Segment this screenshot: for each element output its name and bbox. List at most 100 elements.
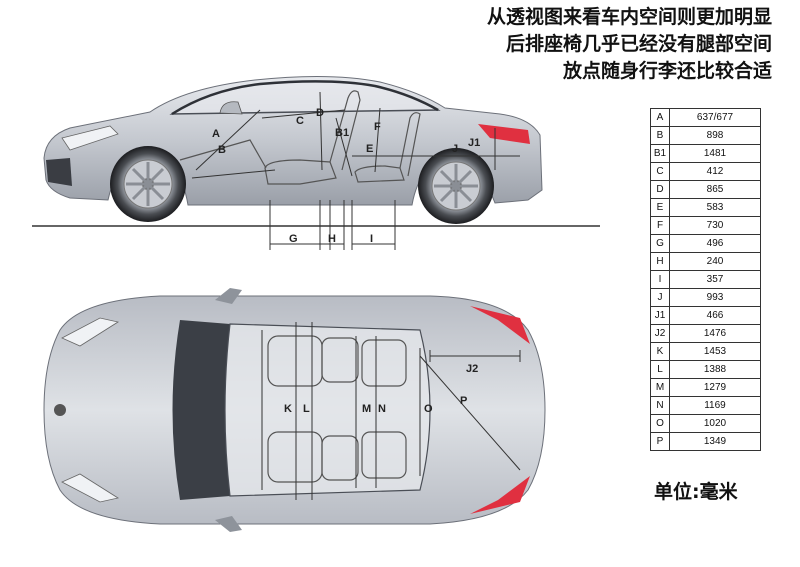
heading-line-1: 从透视图来看车内空间则更加明显 <box>486 6 772 28</box>
spec-value: 993 <box>669 288 761 307</box>
label-b: B <box>218 144 226 156</box>
side-view: A B C D B1 E F J J1 G H I <box>32 75 600 250</box>
spec-key: O <box>650 414 670 433</box>
seatback-front-left <box>321 337 359 383</box>
label-j1: J1 <box>468 137 480 149</box>
label-j: J <box>452 143 458 155</box>
top-seats <box>267 335 407 483</box>
taillight <box>478 124 530 144</box>
spec-value: 466 <box>669 306 761 325</box>
spec-key: J <box>650 288 670 307</box>
spec-value: 583 <box>669 198 761 217</box>
top-view: K L M N O P J2 <box>43 288 546 532</box>
spec-value: 240 <box>669 252 761 271</box>
side-mirror <box>219 101 243 115</box>
spec-key: P <box>650 432 670 451</box>
front-seat-cushion <box>264 159 337 185</box>
heading: 从透视图来看车内空间则更加明显 后排座椅几乎已经没有腿部空间 放点随身行李还比较… <box>487 4 772 85</box>
spec-value: 1476 <box>669 324 761 343</box>
spec-key: M <box>650 378 670 397</box>
label-c: C <box>296 115 304 127</box>
headlight-top-right <box>61 473 120 503</box>
spec-value: 496 <box>669 234 761 253</box>
headlight-top-left <box>61 317 120 347</box>
label-b1: B1 <box>335 127 349 139</box>
heading-line-2: 后排座椅几乎已经没有腿部空间 <box>505 33 772 55</box>
top-windshield <box>172 320 230 500</box>
mirror-bottom <box>215 516 242 532</box>
label-g: G <box>289 233 298 245</box>
label-o: O <box>424 403 433 415</box>
spec-key: A <box>650 108 670 127</box>
headlight <box>61 125 119 151</box>
spec-key: L <box>650 360 670 379</box>
unit-label: 单位:毫米 <box>654 481 738 503</box>
front-wheel <box>110 146 186 222</box>
taillight-top-right <box>470 476 530 514</box>
top-dimension-lines <box>261 322 521 500</box>
spec-value: 1349 <box>669 432 761 451</box>
label-k: K <box>284 403 292 415</box>
rear-wheel <box>418 148 494 224</box>
spec-value: 1279 <box>669 378 761 397</box>
spec-key: F <box>650 216 670 235</box>
spec-value: 357 <box>669 270 761 289</box>
spec-key: H <box>650 252 670 271</box>
spec-value: 898 <box>669 126 761 145</box>
top-dimension-labels: K L M N O P J2 <box>284 363 478 415</box>
spec-key: K <box>650 342 670 361</box>
heading-line-3: 放点随身行李还比较合适 <box>562 60 772 82</box>
spec-key: G <box>650 234 670 253</box>
label-i: I <box>370 233 373 245</box>
spec-key: N <box>650 396 670 415</box>
label-j2: J2 <box>466 363 478 375</box>
spec-key: I <box>650 270 670 289</box>
side-dimension-lines <box>191 91 520 250</box>
label-n: N <box>378 403 386 415</box>
rear-seat-cushion <box>354 165 405 183</box>
spec-value: 1388 <box>669 360 761 379</box>
seat-rear-right <box>361 431 407 479</box>
side-dimension-labels: A B C D B1 E F J J1 G H I <box>212 107 480 245</box>
label-f: F <box>374 121 381 133</box>
label-a: A <box>212 128 220 140</box>
label-l: L <box>303 403 310 415</box>
seatback-front-right <box>321 435 359 481</box>
seat-rear-left <box>361 339 407 387</box>
side-window <box>169 80 441 115</box>
side-interior <box>179 90 421 185</box>
spec-key: E <box>650 198 670 217</box>
mirror-top <box>215 288 242 304</box>
label-d: D <box>316 107 324 119</box>
label-e: E <box>366 143 373 155</box>
spec-key: J2 <box>650 324 670 343</box>
taillight-top-left <box>470 306 530 344</box>
label-m: M <box>362 403 371 415</box>
spec-key: D <box>650 180 670 199</box>
rear-seat-back <box>399 112 421 177</box>
spec-key: B1 <box>650 144 670 163</box>
front-seat-back <box>329 90 361 171</box>
label-h: H <box>328 233 336 245</box>
spec-value: 412 <box>669 162 761 181</box>
pedal-area <box>179 139 267 169</box>
